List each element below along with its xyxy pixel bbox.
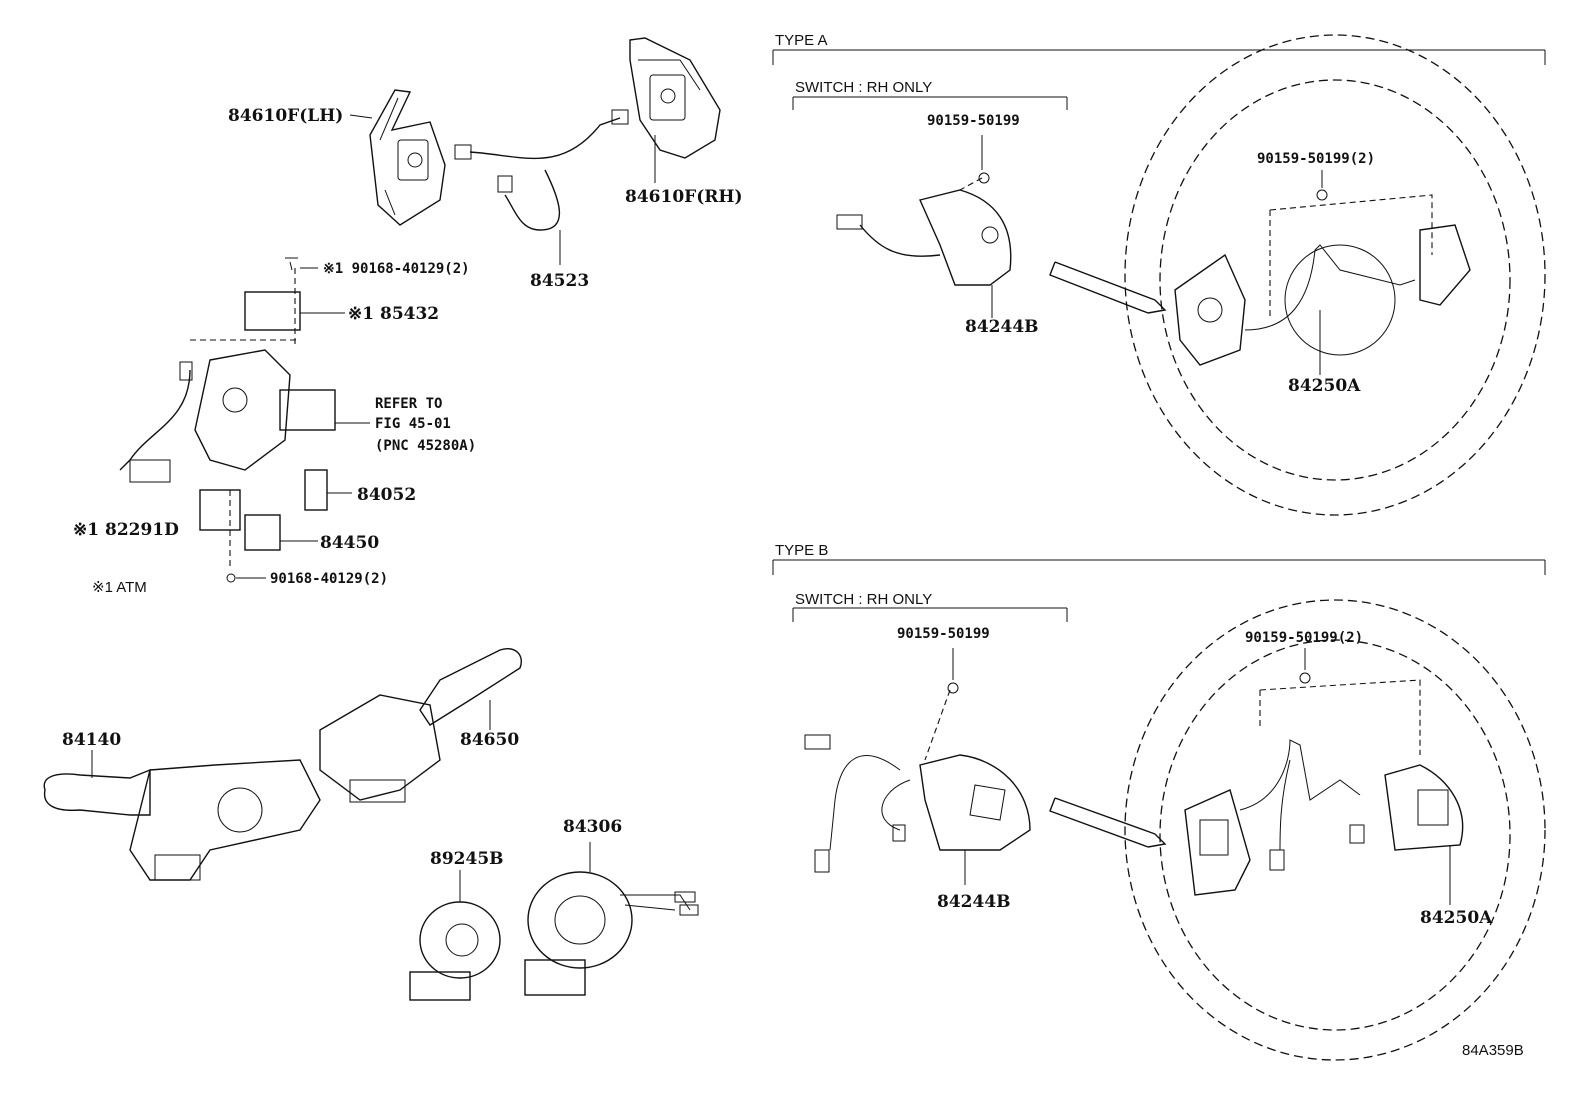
paddle-shifter-lh-drawing bbox=[369, 89, 446, 226]
type-a-bracket bbox=[772, 49, 1546, 110]
label-paddle-rh: 84610F(RH) bbox=[625, 187, 743, 207]
label-note-atm: ※1 ATM bbox=[92, 579, 147, 596]
label-switch-85432: ※1 85432 bbox=[348, 304, 439, 324]
steering-sensor-drawing bbox=[409, 870, 501, 1001]
type-b-switch-part: 84244B bbox=[937, 892, 1011, 912]
type-b-title: TYPE B bbox=[775, 542, 828, 559]
label-refer-line1: REFER TO bbox=[375, 396, 442, 412]
wiper-stalk-drawing bbox=[319, 648, 522, 803]
type-b-screw-double: 90159-50199(2) bbox=[1245, 630, 1363, 646]
label-refer-line3: (PNC 45280A) bbox=[375, 438, 476, 454]
type-b-bracket bbox=[772, 559, 1546, 622]
label-screw-top: ※1 90168-40129(2) bbox=[323, 261, 470, 277]
type-a-title: TYPE A bbox=[775, 32, 828, 49]
type-a-screw-single: 90159-50199 bbox=[927, 113, 1020, 129]
paddle-shifter-rh-drawing bbox=[629, 37, 721, 159]
type-b-switch-note: SWITCH : RH ONLY bbox=[795, 591, 932, 608]
type-a-switch-note: SWITCH : RH ONLY bbox=[795, 79, 932, 96]
paddle-harness-drawing bbox=[454, 109, 629, 265]
turn-signal-stalk-drawing bbox=[43, 750, 321, 881]
type-a-switch-drawing bbox=[836, 135, 1012, 318]
label-part-89245b: 89245B bbox=[430, 849, 504, 869]
label-part-84650: 84650 bbox=[460, 730, 519, 750]
label-screw-bottom: 90168-40129(2) bbox=[270, 571, 388, 587]
type-a-wheel-drawing bbox=[1049, 34, 1546, 516]
type-a-switch-part: 84244B bbox=[965, 317, 1039, 337]
type-a-harness-part: 84250A bbox=[1288, 376, 1361, 396]
type-b-switch-drawing bbox=[804, 648, 1031, 885]
diagram-code: 84A359B bbox=[1462, 1042, 1524, 1059]
spiral-cable-drawing bbox=[524, 842, 699, 996]
label-part-84450: 84450 bbox=[320, 533, 379, 553]
switch-cluster-drawing bbox=[119, 257, 336, 583]
label-paddle-lh: 84610F(LH) bbox=[228, 106, 343, 126]
label-part-82291d: ※1 82291D bbox=[73, 520, 179, 540]
type-b-screw-single: 90159-50199 bbox=[897, 626, 990, 642]
label-refer-line2: FIG 45-01 bbox=[375, 416, 451, 432]
type-b-wheel-drawing bbox=[1049, 599, 1546, 1061]
label-part-84052: 84052 bbox=[357, 485, 416, 505]
type-a-screw-double: 90159-50199(2) bbox=[1257, 151, 1375, 167]
label-part-84306: 84306 bbox=[563, 817, 622, 837]
label-part-84140: 84140 bbox=[62, 730, 121, 750]
label-paddle-harness: 84523 bbox=[530, 271, 589, 291]
type-b-harness-part: 84250A bbox=[1420, 908, 1493, 928]
